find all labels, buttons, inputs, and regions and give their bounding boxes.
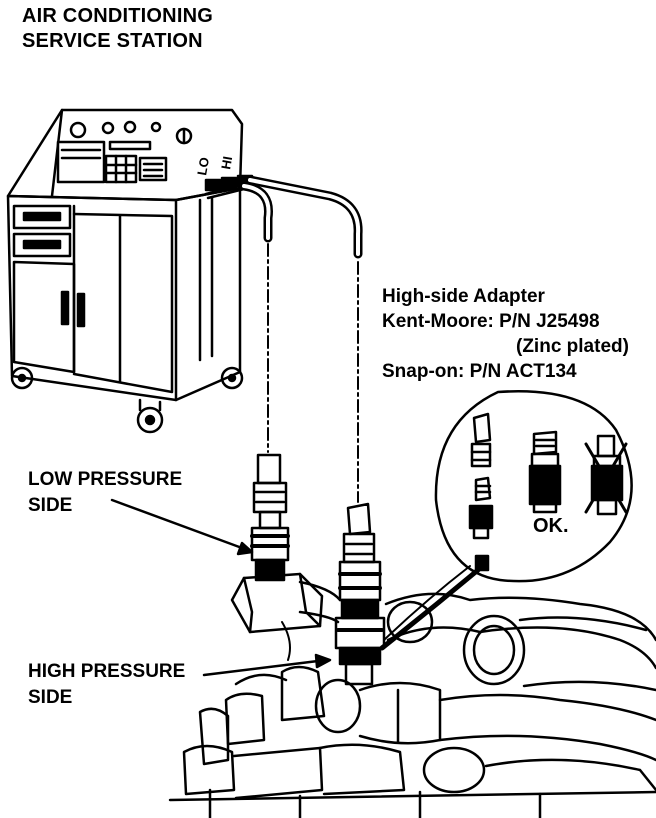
high-pressure-hose [245,175,363,259]
high-side-coupler [334,502,386,686]
adapter-heading: High-side Adapter [382,286,545,307]
station-port-couplers [204,174,254,200]
adapter-part-info: High-side Adapter Kent-Moore: P/N J25498… [382,284,629,384]
compressor-assembly [168,572,656,818]
high-pressure-side-label: HIGH PRESSURE SIDE [28,659,185,711]
low-pressure-hose [239,181,273,243]
kent-moore-part-number: Kent-Moore: P/N J25498 [382,311,600,332]
high-pressure-callout-arrow [202,653,332,677]
low-pressure-callout-arrow [110,498,254,556]
title-line-1: AIR CONDITIONING [22,5,213,27]
high-pressure-label-line-1: HIGH PRESSURE [28,661,186,682]
zinc-plated-note: (Zinc plated) [516,336,629,357]
hi-port-label: HI [218,155,235,170]
ok-label: OK. [533,515,569,537]
low-pressure-label-line-2: SIDE [28,495,73,516]
snap-on-part-number: Snap-on: P/N ACT134 [382,361,577,382]
service-station-cabinet [6,108,244,434]
low-pressure-label-line-1: LOW PRESSURE [28,469,183,490]
high-pressure-label-line-2: SIDE [28,687,73,708]
title-line-2: SERVICE STATION [22,30,203,52]
adapter-detail-inset [379,390,633,651]
diagram-title: AIR CONDITIONING SERVICE STATION [22,4,213,54]
low-pressure-side-label: LOW PRESSURE SIDE [28,467,182,519]
port-labels: LO HI [194,155,235,176]
low-side-coupler [250,453,290,582]
lo-port-label: LO [194,156,212,176]
